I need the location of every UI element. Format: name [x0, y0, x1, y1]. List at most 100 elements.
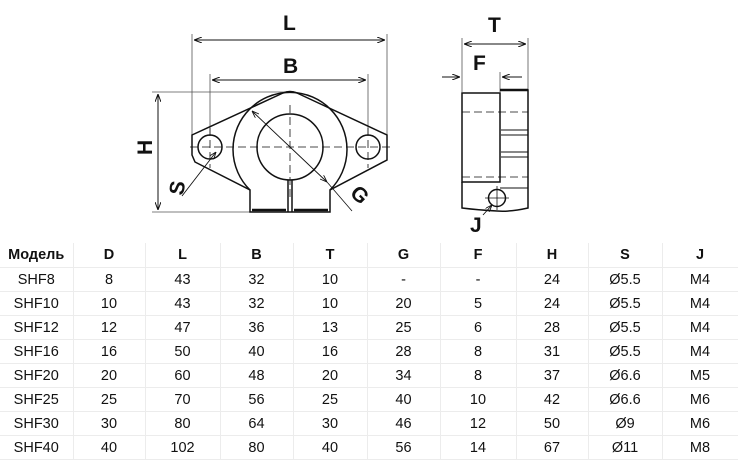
label-J: J	[470, 214, 482, 237]
column-header: B	[220, 243, 294, 268]
value-cell: 64	[220, 411, 294, 436]
value-cell: Ø11	[588, 435, 663, 460]
value-cell: 56	[367, 435, 441, 460]
value-cell: Ø9	[588, 411, 663, 436]
column-header: D	[73, 243, 146, 268]
column-header: F	[440, 243, 517, 268]
value-cell: 16	[73, 339, 146, 364]
value-cell: M4	[662, 291, 738, 316]
leader-S	[181, 152, 216, 197]
value-cell: 40	[220, 339, 294, 364]
model-cell: SHF16	[0, 339, 74, 364]
value-cell: -	[367, 267, 441, 292]
value-cell: 37	[516, 363, 589, 388]
label-G: G	[345, 181, 373, 209]
value-cell: 6	[440, 315, 517, 340]
value-cell: Ø6.6	[588, 387, 663, 412]
value-cell: Ø5.5	[588, 339, 663, 364]
label-L: L	[283, 12, 296, 35]
value-cell: 32	[220, 267, 294, 292]
value-cell: 20	[73, 363, 146, 388]
value-cell: 10	[293, 291, 368, 316]
value-cell: 20	[367, 291, 441, 316]
model-cell: SHF30	[0, 411, 74, 436]
side-view	[442, 38, 529, 216]
value-cell: 28	[367, 339, 441, 364]
value-cell: 43	[145, 291, 221, 316]
value-cell: M4	[662, 267, 738, 292]
value-cell: 46	[367, 411, 441, 436]
value-cell: 12	[440, 411, 517, 436]
column-header: T	[293, 243, 368, 268]
value-cell: M6	[662, 387, 738, 412]
value-cell: Ø5.5	[588, 267, 663, 292]
value-cell: 102	[145, 435, 221, 460]
model-cell: SHF25	[0, 387, 74, 412]
column-header: H	[516, 243, 589, 268]
value-cell: 24	[516, 267, 589, 292]
value-cell: 25	[367, 315, 441, 340]
value-cell: M6	[662, 411, 738, 436]
value-cell: 5	[440, 291, 517, 316]
value-cell: 34	[367, 363, 441, 388]
value-cell: M4	[662, 315, 738, 340]
value-cell: 40	[367, 387, 441, 412]
label-H: H	[134, 140, 157, 155]
value-cell: 28	[516, 315, 589, 340]
model-cell: SHF12	[0, 315, 74, 340]
dimension-G-line	[252, 111, 327, 182]
value-cell: 40	[293, 435, 368, 460]
leader-J	[482, 205, 492, 216]
column-header: S	[588, 243, 663, 268]
value-cell: 30	[73, 411, 146, 436]
value-cell: 10	[293, 267, 368, 292]
value-cell: M4	[662, 339, 738, 364]
value-cell: 25	[293, 387, 368, 412]
column-header: L	[145, 243, 221, 268]
column-header: Модель	[0, 243, 74, 268]
value-cell: 13	[293, 315, 368, 340]
value-cell: 80	[145, 411, 221, 436]
column-header: J	[662, 243, 738, 268]
label-S: S	[165, 179, 190, 197]
label-B: B	[283, 55, 298, 78]
value-cell: 42	[516, 387, 589, 412]
value-cell: 43	[145, 267, 221, 292]
value-cell: 12	[73, 315, 146, 340]
value-cell: 67	[516, 435, 589, 460]
value-cell: 25	[73, 387, 146, 412]
value-cell: 47	[145, 315, 221, 340]
model-cell: SHF10	[0, 291, 74, 316]
value-cell: 8	[440, 339, 517, 364]
value-cell: 14	[440, 435, 517, 460]
value-cell: 24	[516, 291, 589, 316]
value-cell: Ø5.5	[588, 315, 663, 340]
value-cell: 40	[73, 435, 146, 460]
value-cell: 32	[220, 291, 294, 316]
value-cell: 48	[220, 363, 294, 388]
value-cell: Ø5.5	[588, 291, 663, 316]
front-view	[152, 34, 390, 213]
label-F: F	[473, 52, 486, 75]
value-cell: M8	[662, 435, 738, 460]
value-cell: 56	[220, 387, 294, 412]
value-cell: Ø6.6	[588, 363, 663, 388]
value-cell: 60	[145, 363, 221, 388]
value-cell: 70	[145, 387, 221, 412]
value-cell: 8	[73, 267, 146, 292]
model-cell: SHF40	[0, 435, 74, 460]
value-cell: 80	[220, 435, 294, 460]
column-header: G	[367, 243, 441, 268]
label-T: T	[488, 14, 501, 37]
value-cell: 10	[73, 291, 146, 316]
